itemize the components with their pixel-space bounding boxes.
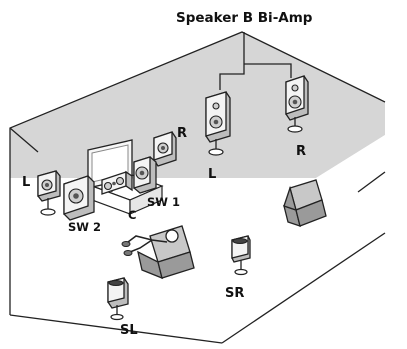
surround-right-speaker <box>231 235 251 276</box>
label-subwoofer-2: SW 2 <box>68 220 101 234</box>
label-subwoofer-1: SW 1 <box>147 195 180 209</box>
diagram-title: Speaker B Bi-Amp <box>176 10 313 26</box>
label-center: C <box>128 208 136 222</box>
front-right-speaker-a <box>153 131 177 167</box>
floor-edge-left <box>9 314 223 344</box>
center-speaker <box>101 170 133 195</box>
surround-left-speaker <box>107 277 129 321</box>
room-outline <box>9 31 386 315</box>
bi-amp-wire-right <box>244 63 292 78</box>
front-right-speaker-b <box>285 75 309 133</box>
armchair-right <box>283 179 327 227</box>
label-front-left-b: L <box>208 167 216 182</box>
bi-amp-wire <box>219 32 245 90</box>
label-front-right-b: R <box>296 144 306 159</box>
label-surround-left: SL <box>120 323 138 338</box>
label-front-left-a: L <box>22 175 30 190</box>
label-front-right-a: R <box>177 126 187 141</box>
armchair-with-person <box>121 225 195 280</box>
wall-corner-left <box>9 127 39 153</box>
wall-corner-right <box>357 171 386 193</box>
subwoofer-1 <box>133 156 157 194</box>
front-left-speaker-a <box>37 170 61 216</box>
front-left-speaker-b <box>205 91 231 156</box>
floor-edge-right <box>221 232 386 344</box>
subwoofer-2 <box>63 175 95 221</box>
label-surround-right: SR <box>225 286 244 301</box>
